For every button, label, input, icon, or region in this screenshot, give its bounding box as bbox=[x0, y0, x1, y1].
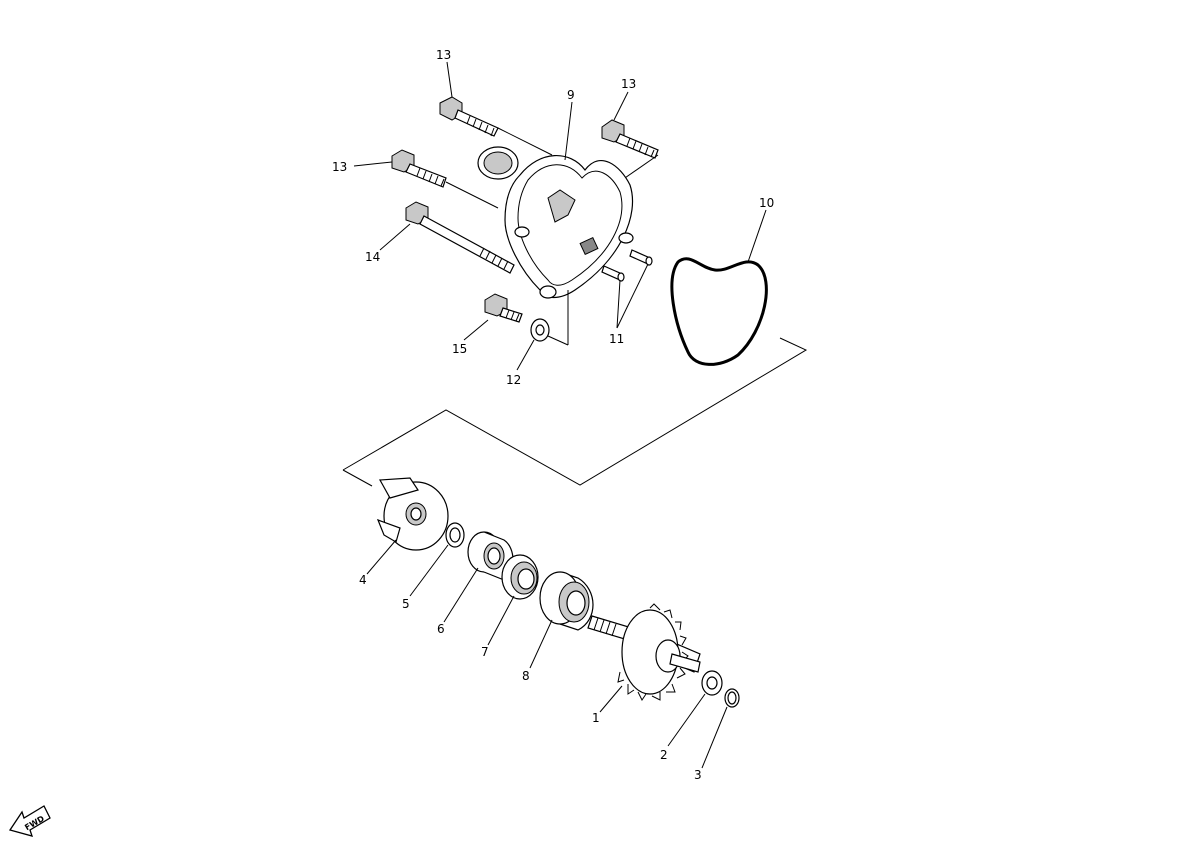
label-10: 10 bbox=[759, 196, 774, 210]
label-13-left: 13 bbox=[332, 160, 347, 174]
bearing-8 bbox=[539, 571, 594, 631]
bolt-15 bbox=[484, 293, 523, 323]
bolt-13-left bbox=[391, 149, 499, 209]
oil-seal-6 bbox=[467, 531, 514, 581]
label-5: 5 bbox=[402, 597, 410, 611]
label-13-top: 13 bbox=[436, 48, 451, 62]
label-7: 7 bbox=[481, 645, 489, 659]
label-14: 14 bbox=[365, 250, 380, 264]
label-6: 6 bbox=[437, 622, 445, 636]
label-8: 8 bbox=[522, 669, 530, 683]
washer-12 bbox=[530, 318, 550, 342]
seal-7 bbox=[501, 554, 539, 600]
fwd-arrow-icon: FWD bbox=[8, 805, 51, 837]
shaft-gear-1 bbox=[587, 603, 701, 701]
bolt-13-right bbox=[601, 119, 659, 181]
assembly-guide-lines bbox=[342, 337, 808, 487]
bolt-14-long bbox=[405, 201, 515, 274]
label-3: 3 bbox=[694, 768, 702, 782]
label-12: 12 bbox=[506, 373, 521, 387]
leader-lines bbox=[353, 61, 767, 769]
label-1: 1 bbox=[592, 711, 600, 725]
label-4: 4 bbox=[359, 573, 367, 587]
part-labels: 13 13 13 9 10 14 11 15 12 4 5 6 7 8 1 2 … bbox=[332, 48, 774, 782]
impeller-4 bbox=[376, 477, 449, 551]
label-15: 15 bbox=[452, 342, 467, 356]
label-2: 2 bbox=[660, 748, 668, 762]
pump-cover-9 bbox=[477, 146, 634, 346]
o-ring-10 bbox=[670, 257, 768, 366]
label-11: 11 bbox=[609, 332, 624, 346]
washer-2 bbox=[701, 670, 723, 696]
label-13-right: 13 bbox=[621, 77, 636, 91]
washer-5 bbox=[445, 522, 465, 548]
label-9: 9 bbox=[567, 88, 575, 102]
bolt-13-top bbox=[439, 96, 553, 156]
circlip-3 bbox=[724, 688, 740, 708]
